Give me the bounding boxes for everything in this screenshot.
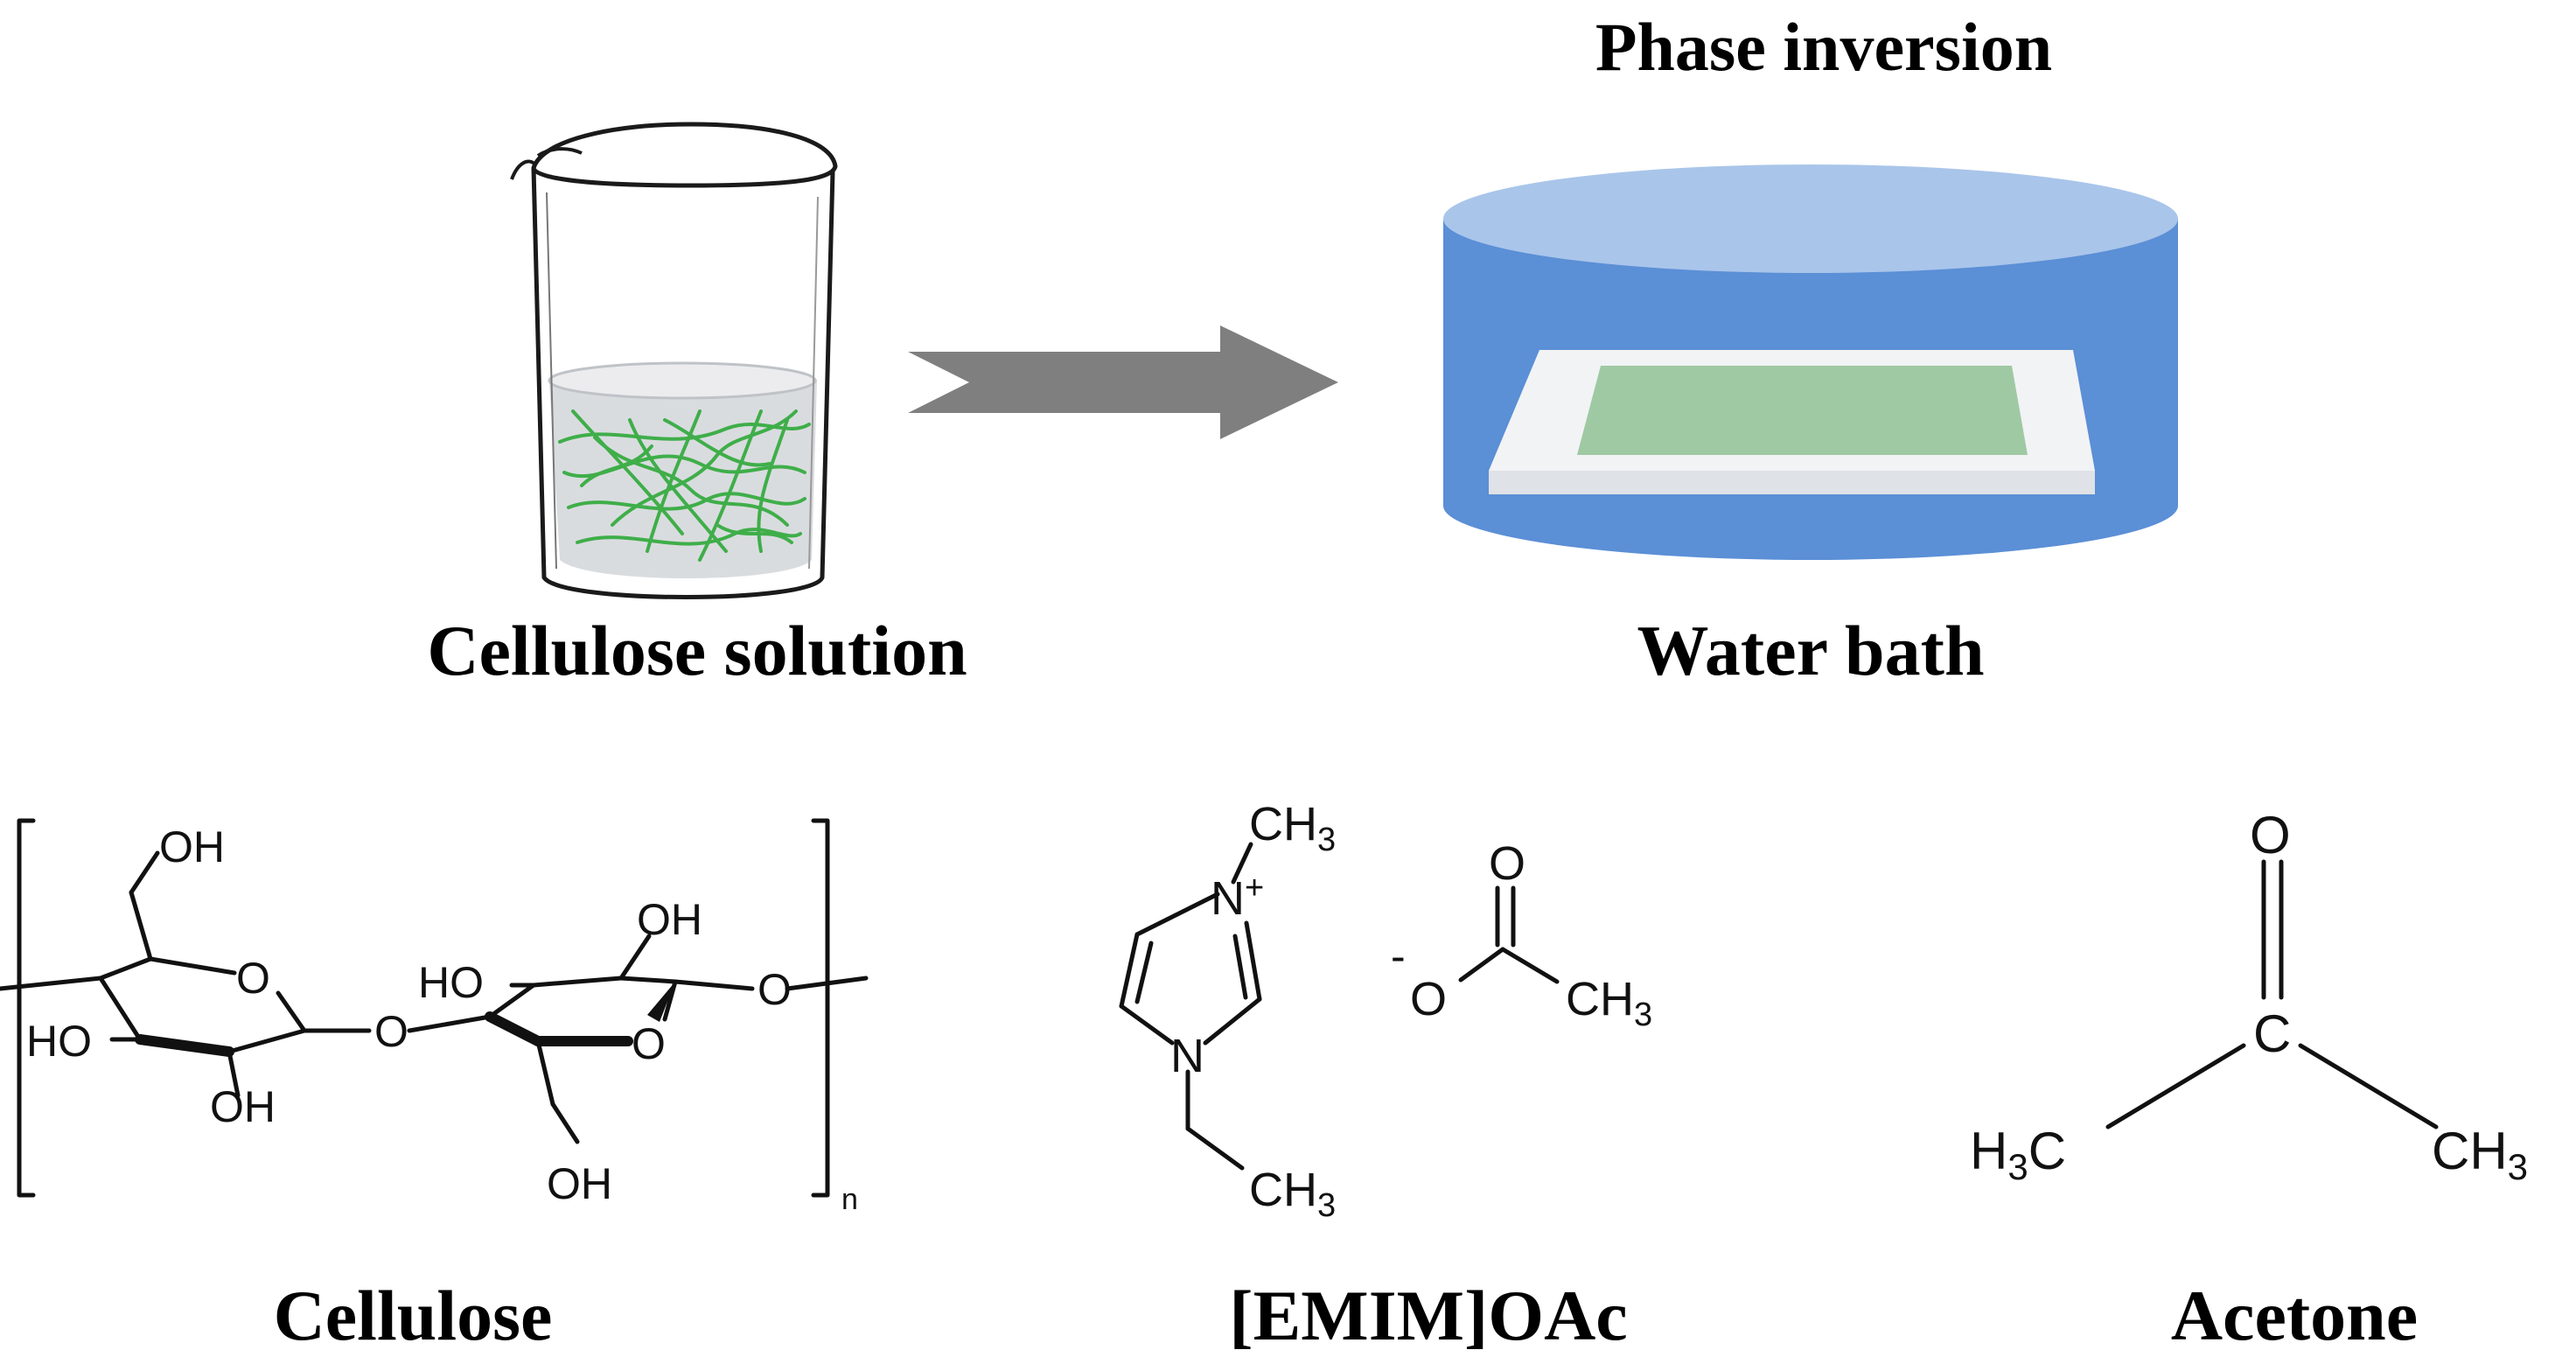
glass-plate-side bbox=[1489, 471, 2095, 494]
emim-n-plus: N+ bbox=[1211, 870, 1264, 925]
acetate-ch3: CH3 bbox=[1566, 973, 1652, 1033]
cellulose-subscript-n: n bbox=[841, 1183, 858, 1216]
wedge-bond bbox=[647, 982, 675, 1022]
acetone-h3c: H3C bbox=[1970, 1122, 2066, 1187]
emim-structure: CH3 N+ N CH3 O - O CH3 bbox=[1119, 798, 1652, 1224]
acetate-o-minus-charge: - bbox=[1391, 932, 1406, 981]
cellulose-o-ring-left: O bbox=[236, 954, 270, 1003]
cellulose-ho-left: HO bbox=[26, 1017, 92, 1066]
emim-caption: [EMIM]OAc bbox=[1229, 1276, 1627, 1355]
membrane-film bbox=[1577, 366, 2028, 455]
process-arrow bbox=[908, 325, 1338, 439]
cellulose-caption: Cellulose bbox=[274, 1276, 553, 1355]
acetate-o-minus: O bbox=[1410, 973, 1447, 1025]
water-bath-top bbox=[1443, 164, 2178, 273]
emim-ch3-ethyl: CH3 bbox=[1249, 1164, 1336, 1224]
cellulose-solution-caption: Cellulose solution bbox=[427, 611, 967, 690]
left-bracket bbox=[17, 818, 36, 1198]
emim-ch3-top: CH3 bbox=[1249, 798, 1336, 858]
right-bracket bbox=[811, 818, 830, 1198]
cellulose-structure: OH O HO OH O OH HO O O OH n bbox=[0, 818, 869, 1216]
cellulose-oh-top-left: OH bbox=[159, 822, 225, 871]
cellulose-oh-top-right: OH bbox=[637, 895, 702, 944]
acetone-caption: Acetone bbox=[2171, 1276, 2418, 1355]
cellulose-ho-right: HO bbox=[418, 958, 484, 1007]
water-bath-illustration bbox=[1443, 164, 2178, 560]
beaker-illustration bbox=[510, 122, 838, 599]
cellulose-oh-bottom-left: OH bbox=[210, 1082, 276, 1131]
acetone-c: C bbox=[2253, 1004, 2291, 1063]
beaker-glass bbox=[531, 167, 835, 599]
acetone-o: O bbox=[2250, 806, 2291, 864]
cellulose-o-bridge: O bbox=[374, 1007, 408, 1056]
beaker-liquid bbox=[549, 369, 817, 578]
cellulose-fibers bbox=[558, 409, 811, 562]
cellulose-o-ring-right: O bbox=[632, 1019, 666, 1068]
acetone-structure: O C H3C CH3 bbox=[1970, 806, 2528, 1187]
phase-inversion-title: Phase inversion bbox=[1595, 9, 2052, 85]
acetate-o-carbonyl: O bbox=[1489, 837, 1525, 890]
water-bath-caption: Water bath bbox=[1637, 611, 1984, 690]
acetone-ch3: CH3 bbox=[2432, 1122, 2528, 1187]
emim-n-lower: N bbox=[1170, 1030, 1204, 1082]
liquid-surface bbox=[548, 361, 817, 400]
cellulose-o-right: O bbox=[757, 965, 792, 1014]
beaker-rim bbox=[531, 122, 838, 188]
cellulose-oh-bottom-right: OH bbox=[547, 1159, 612, 1208]
